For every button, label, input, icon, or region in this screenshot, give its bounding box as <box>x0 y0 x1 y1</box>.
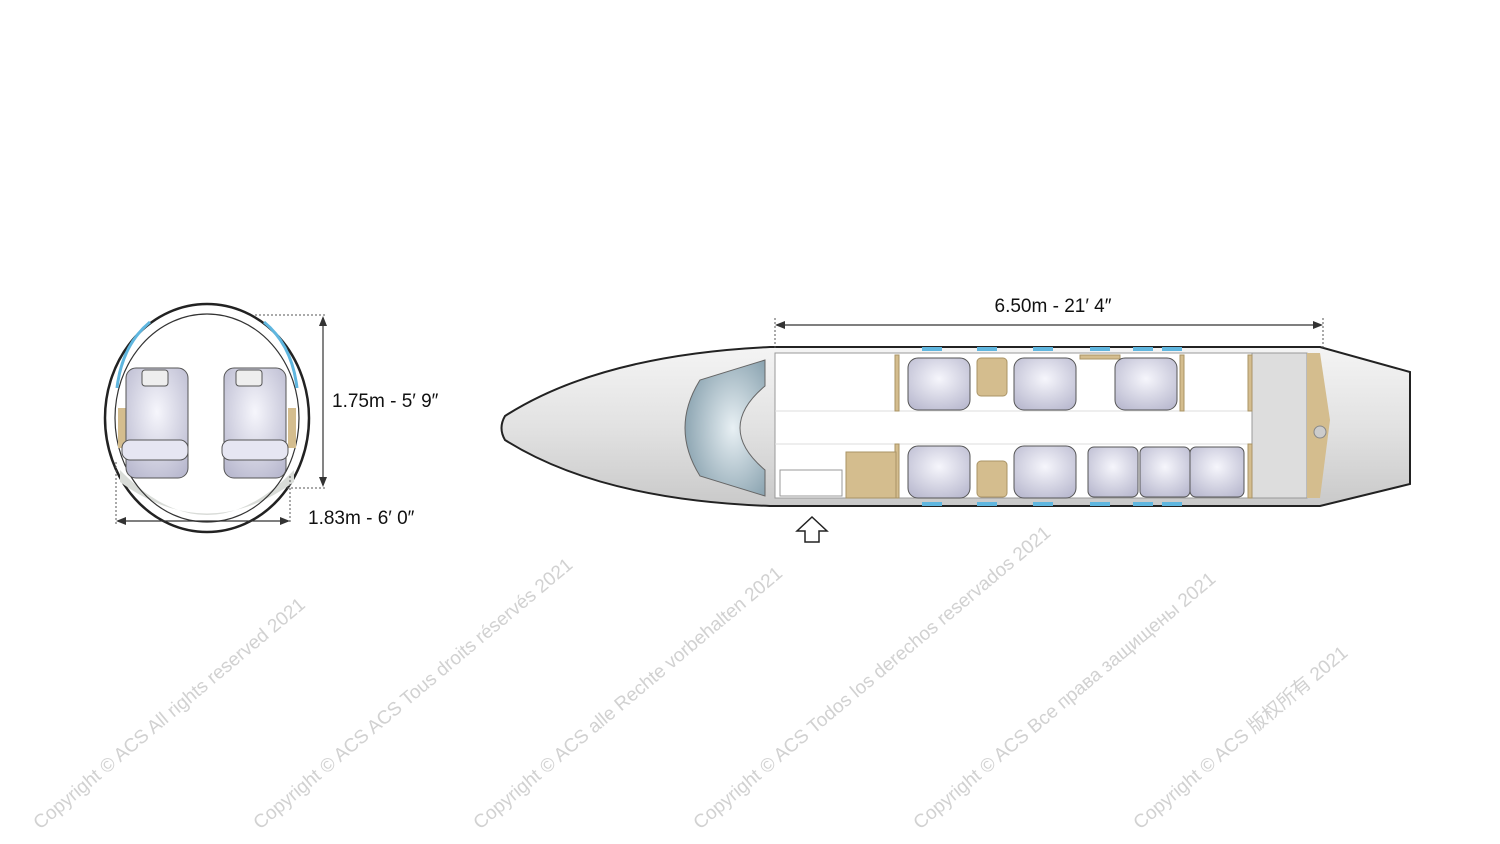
width-label: 1.83m - 6′ 0″ <box>308 508 415 529</box>
lavatory <box>1251 352 1308 499</box>
watermark: Copyright © ACS All rights reserved 2021 <box>30 594 310 834</box>
windows <box>922 347 1182 506</box>
floor-plan: 6.50m - 21′ 4″ <box>500 296 1411 543</box>
arrow-up-outline-icon <box>795 515 829 543</box>
cross-section: 1.75m - 5′ 9″ 1.83m - 6′ 0″ <box>103 302 439 534</box>
seat-right <box>221 367 289 479</box>
length-label: 6.50m - 21′ 4″ <box>995 296 1112 317</box>
watermarks: Copyright © ACS All rights reserved 2021… <box>30 522 1352 833</box>
watermark: Copyright © ACS 版权所有 2021 <box>1129 642 1352 834</box>
cabinetry <box>845 354 1253 499</box>
passenger-seats <box>907 357 1178 499</box>
window-right <box>263 320 299 389</box>
height-label: 1.75m - 5′ 9″ <box>332 391 439 412</box>
divan <box>1087 446 1245 498</box>
window-left <box>115 320 151 389</box>
seat-left <box>121 367 189 479</box>
watermark: Copyright © ACS Todos los derechos reser… <box>690 522 1055 833</box>
cockpit-seats <box>684 359 766 497</box>
galley <box>779 469 843 497</box>
